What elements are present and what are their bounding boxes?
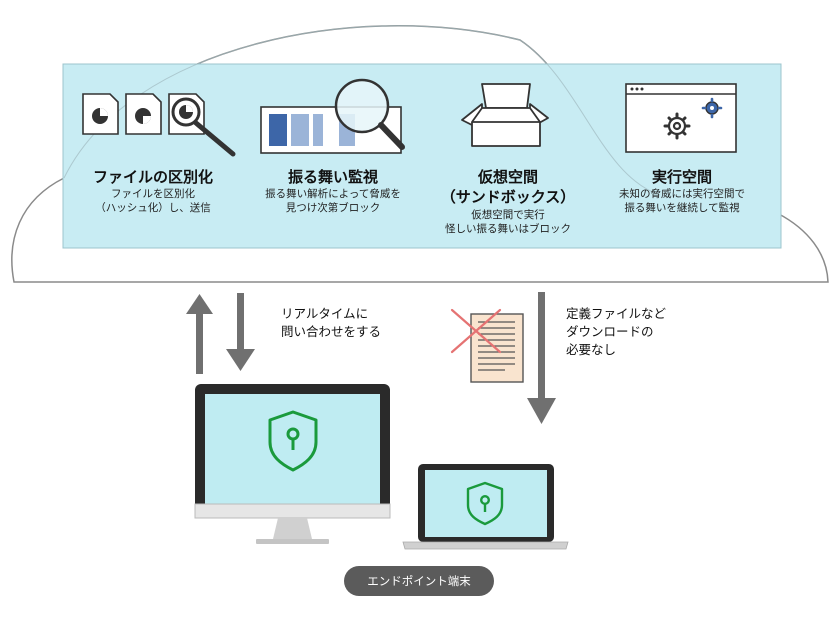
realtime-query-note: リアルタイムに 問い合わせをする	[281, 306, 382, 340]
sandbox-box-icon	[461, 83, 549, 147]
feature-behavior-monitor: 振る舞い監視 振る舞い解析によって脅威を 見つけ次第ブロック	[243, 167, 423, 216]
laptop-shield-icon	[466, 481, 504, 526]
file-hash-icon	[82, 93, 236, 157]
feature-desc: ファイルを区別化 （ハッシュ化）し、送信	[95, 188, 211, 215]
feature-title: 仮想空間 （サンドボックス）	[440, 168, 576, 207]
feature-title: 実行空間	[651, 168, 712, 186]
long-down-arrow	[527, 292, 556, 424]
desktop-monitor	[194, 384, 391, 544]
feature-execution-space: 実行空間 未知の脅威には実行空間で 振る舞いを継続して監視	[592, 167, 772, 216]
feature-title: ファイルの区別化	[92, 168, 213, 186]
upload-arrow	[186, 294, 213, 374]
feature-title: 振る舞い監視	[287, 168, 378, 186]
download-arrow	[226, 293, 255, 371]
execution-window-icon	[625, 83, 737, 153]
endpoint-label: エンドポイント端末	[344, 566, 494, 596]
feature-desc: 振る舞い解析によって脅威を 見つけ次第ブロック	[265, 188, 401, 215]
no-definition-note: 定義ファイルなど ダウンロードの 必要なし	[566, 306, 667, 358]
cross-icon	[450, 308, 502, 354]
definition-file-icon	[450, 308, 524, 383]
feature-file-hash: ファイルの区別化 ファイルを区別化 （ハッシュ化）し、送信	[63, 167, 243, 216]
behavior-monitor-icon	[260, 78, 405, 154]
cloud-outline-faint	[63, 25, 661, 196]
feature-sandbox: 仮想空間 （サンドボックス） 仮想空間で実行 怪しい振る舞いはブロック	[418, 167, 598, 236]
shield-icon	[268, 410, 318, 472]
feature-desc: 未知の脅威には実行空間で 振る舞いを継続して監視	[619, 188, 745, 215]
feature-desc: 仮想空間で実行 怪しい振る舞いはブロック	[445, 208, 571, 235]
